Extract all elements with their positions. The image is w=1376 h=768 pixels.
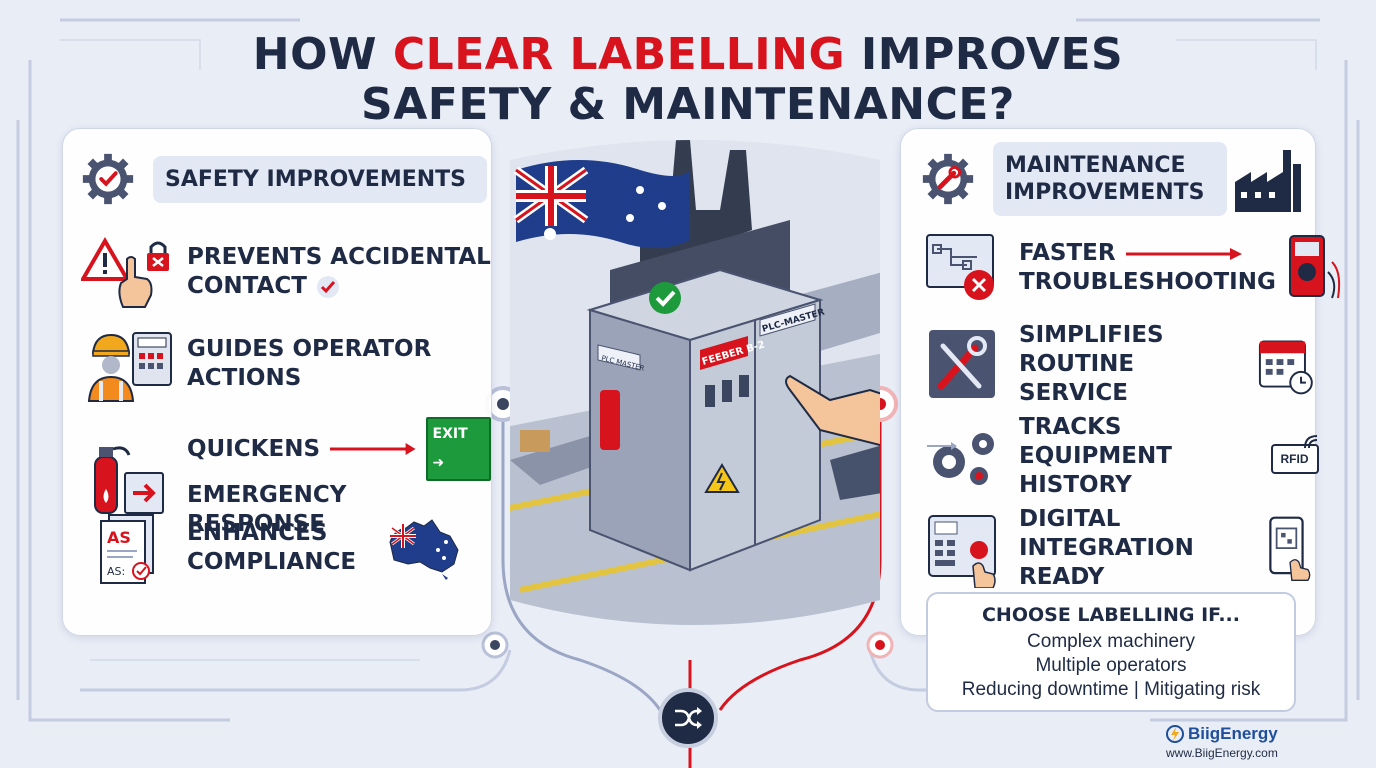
maintenance-item-equipment-history: TRACKS EQUIPMENT HISTORY RFID [923, 413, 1319, 500]
gear-wrench-icon [922, 153, 974, 205]
australia-flag-icon [513, 160, 690, 249]
choose-line-1: Complex machinery [1027, 631, 1195, 652]
brand-url[interactable]: www.BiigEnergy.com [1166, 746, 1278, 760]
maintenance-item-2-line1: SIMPLIFIES [1019, 322, 1164, 348]
wireless-icon [1303, 434, 1317, 448]
safety-item-4-line1: ENHANCES [187, 520, 328, 546]
control-panel-icon [928, 514, 996, 588]
brand-footer: BiigEnergy www.BiigEnergy.com [1166, 724, 1316, 760]
rfid-label: RFID [1270, 443, 1319, 474]
page-title: HOW CLEAR LABELLING IMPROVES SAFETY & MA… [0, 30, 1376, 130]
safety-panel: SAFETY IMPROVEMENTS PREVENTS ACCIDENTAL … [62, 128, 492, 636]
safety-item-operator-actions: GUIDES OPERATOR ACTIONS [81, 325, 431, 403]
operator-panel-icon [87, 332, 172, 402]
arrow-right-icon [330, 443, 416, 455]
safety-item-4-line2: COMPLIANCE [187, 549, 357, 575]
phone-scan-icon [1269, 516, 1311, 581]
arrow-right-icon [1125, 247, 1242, 260]
standards-document-icon: AS AS: [100, 514, 154, 584]
maintenance-item-2-line2: ROUTINE SERVICE [1019, 351, 1135, 406]
warning-lock-hand-icon [81, 237, 169, 308]
choose-line-3: Reducing downtime | Mitigating risk [961, 679, 1261, 700]
safety-item-1-line1: PREVENTS ACCIDENTAL [187, 244, 491, 270]
control-cabinet-illustration: FEEBER B-2 PLC-MASTER PLC MASTER [510, 140, 880, 625]
safety-item-3-line2: EMERGENCY RESPONSE [187, 482, 347, 537]
maintenance-panel: MAINTENANCE IMPROVEMENTS FASTER TROUBLES… [900, 128, 1340, 636]
lightning-logo-icon [1166, 725, 1184, 743]
rfid-tag-icon: RFID [1270, 432, 1319, 482]
safety-item-3-line1: QUICKENS [187, 435, 321, 462]
title-line2: SAFETY & MAINTENANCE? [361, 79, 1015, 130]
doc-top-text: AS [107, 528, 131, 547]
multimeter-icon [1288, 235, 1340, 299]
factory-icon [1235, 150, 1301, 212]
title-accent: CLEAR LABELLING [392, 29, 846, 80]
wrench-screwdriver-icon [929, 329, 995, 398]
maintenance-item-routine-service: SIMPLIFIES ROUTINE SERVICE [923, 321, 1315, 408]
exit-sign-label: EXIT [432, 426, 468, 442]
australia-map-icon [389, 519, 459, 580]
title-part2: IMPROVES [845, 29, 1124, 80]
choose-line-2: Multiple operators [1035, 655, 1187, 676]
safety-header: SAFETY IMPROVEMENTS [79, 145, 487, 213]
maintenance-item-3-line2: EQUIPMENT HISTORY [1019, 443, 1172, 498]
safety-item-emergency-response: QUICKENS EXIT ➜ EMERGENCY RESPONSE [81, 417, 491, 539]
maintenance-item-4-line2: INTEGRATION READY [1019, 535, 1194, 590]
choose-labelling-box: CHOOSE LABELLING IF... Complex machinery… [926, 592, 1296, 712]
choose-title: CHOOSE LABELLING IF... [981, 604, 1240, 626]
fire-extinguisher-icon [94, 446, 164, 514]
gears-icon [927, 432, 994, 485]
calendar-clock-icon [1259, 340, 1314, 394]
maintenance-item-digital-integration: DIGITAL INTEGRATION READY [923, 505, 1315, 592]
shuffle-icon [675, 707, 702, 729]
maintenance-item-1-line2: TROUBLESHOOTING [1019, 269, 1276, 295]
safety-item-accidental-contact: PREVENTS ACCIDENTAL CONTACT [81, 233, 491, 311]
diagram-error-icon [926, 234, 994, 300]
safety-item-2-line1: GUIDES OPERATOR [187, 336, 432, 362]
maintenance-item-3-line1: TRACKS [1019, 414, 1122, 440]
maintenance-heading-line1: MAINTENANCE [1005, 153, 1186, 178]
maintenance-header: MAINTENANCE IMPROVEMENTS [919, 142, 1303, 216]
check-icon [316, 275, 339, 298]
maintenance-item-4-line1: DIGITAL [1019, 506, 1121, 532]
gear-check-icon [82, 153, 134, 205]
maintenance-item-troubleshooting: FASTER TROUBLESHOOTING [923, 229, 1342, 307]
maintenance-heading-line2: IMPROVEMENTS [1005, 180, 1205, 205]
shuffle-button[interactable] [658, 688, 718, 748]
safety-heading: SAFETY IMPROVEMENTS [153, 155, 487, 203]
brand-name: BiigEnergy [1188, 724, 1278, 743]
maintenance-item-1-line1: FASTER [1019, 240, 1116, 266]
title-part1: HOW [252, 29, 393, 80]
safety-item-2-line2: ACTIONS [187, 365, 302, 391]
doc-bottom-text: AS: [107, 565, 125, 578]
safety-item-compliance: AS AS: ENHANCES COMPLIANCE [81, 509, 464, 587]
exit-sign: EXIT ➜ [425, 417, 491, 481]
safety-item-1-line2: CONTACT [187, 273, 307, 299]
